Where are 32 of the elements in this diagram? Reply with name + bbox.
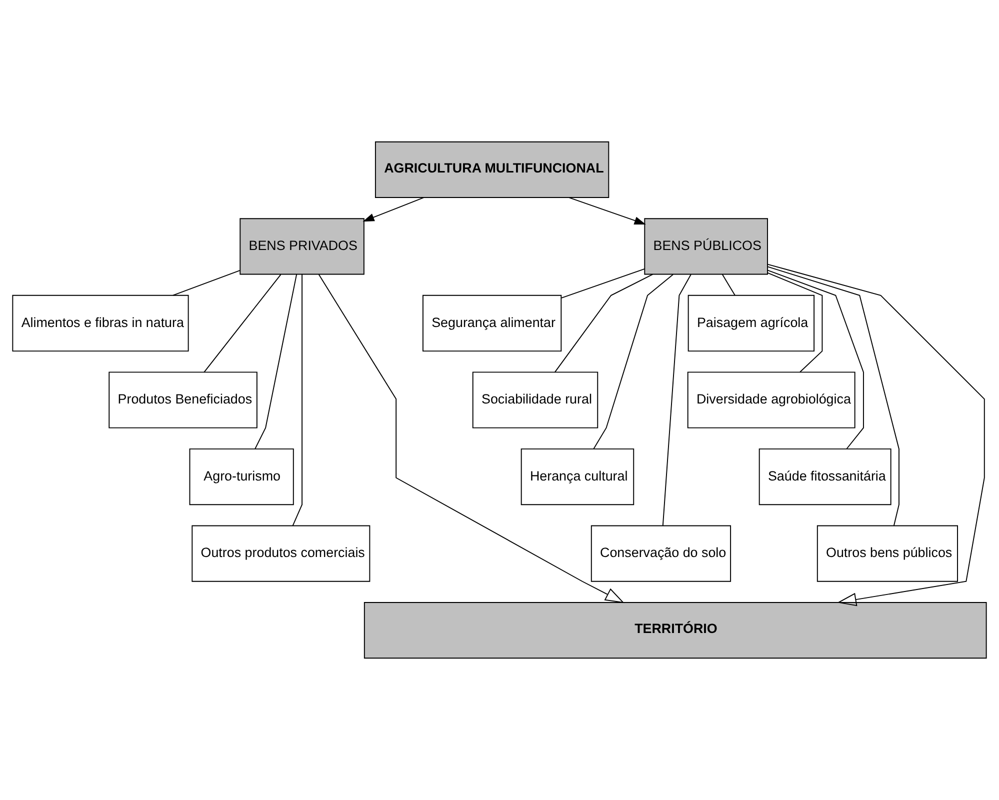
connector (767, 270, 864, 450)
connector (204, 274, 282, 373)
arrow (362, 197, 424, 222)
connector (593, 274, 674, 450)
arrow (767, 264, 985, 606)
node-box: Diversidade agrobiológica (687, 372, 856, 428)
node-box: Segurança alimentar (422, 294, 562, 352)
connector (172, 270, 240, 296)
connector (662, 274, 692, 526)
node-box: Outros produtos comerciais (192, 525, 370, 582)
connector (554, 274, 654, 373)
connector (767, 266, 900, 526)
node-box: TERRITÓRIO (364, 602, 987, 659)
node-box: AGRICULTURA MULTIFUNCIONAL (374, 141, 610, 198)
node-box: Agro-turismo (189, 448, 294, 506)
node-box: Alimentos e fibras in natura (12, 294, 189, 352)
node-box: Conservação do solo (590, 525, 732, 582)
connector (254, 274, 298, 450)
arrow (318, 274, 624, 604)
node-box: Outros bens públicos (816, 525, 958, 582)
connector (561, 268, 645, 298)
node-box: BENS PÚBLICOS (644, 218, 768, 275)
connector (722, 274, 736, 296)
node-box: Paisagem agrícola (688, 294, 815, 352)
node-box: Sociabilidade rural (472, 372, 598, 428)
arrow (568, 197, 646, 224)
node-box: Herança cultural (520, 448, 634, 506)
node-box: Saúde fitossanitária (758, 448, 892, 506)
connector (767, 272, 823, 372)
node-box: BENS PRIVADOS (240, 218, 364, 275)
node-box: Produtos Beneficiados (108, 372, 258, 428)
connector (292, 274, 303, 526)
